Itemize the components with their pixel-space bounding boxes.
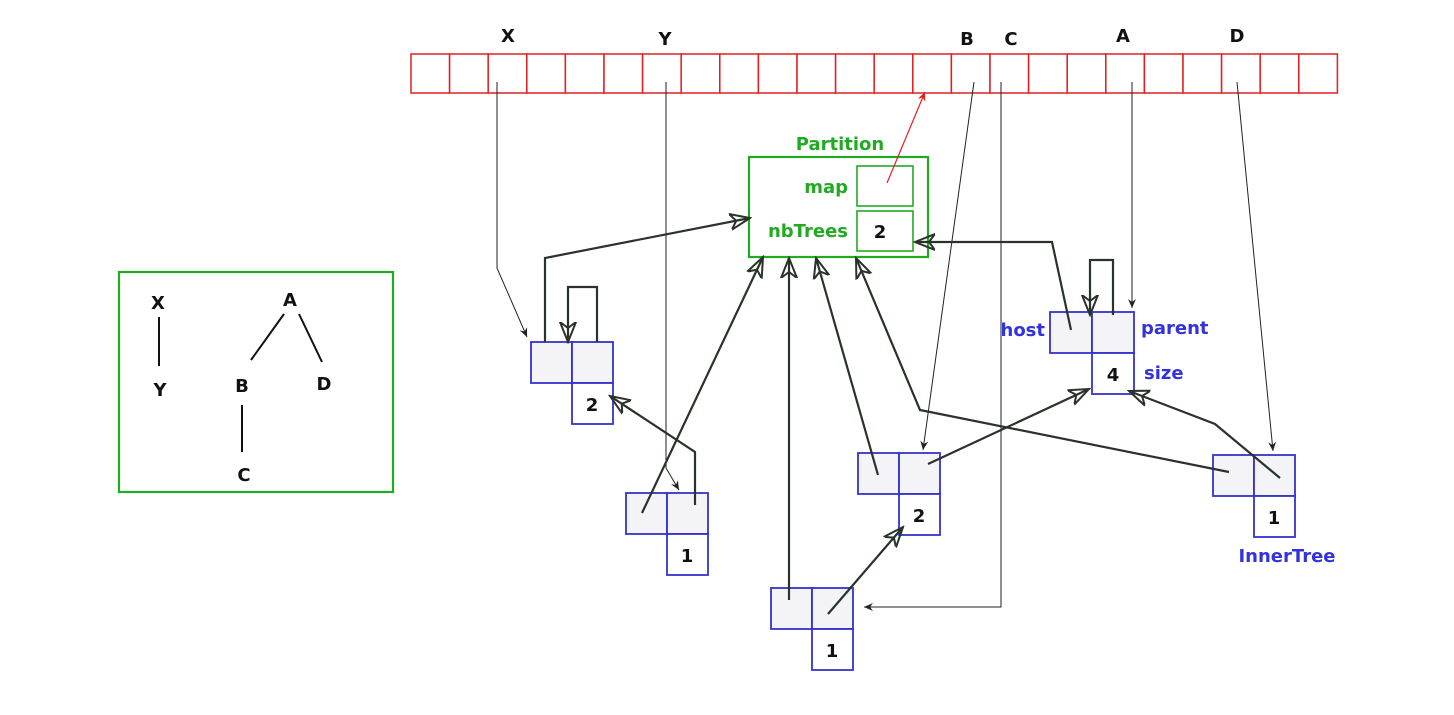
array-cell (1259, 53, 1300, 94)
array-cell (448, 53, 489, 94)
forest-legend: X Y A B D C (117, 270, 395, 494)
array-cell (719, 53, 760, 94)
map-pointer (886, 91, 926, 184)
array-label-a: A (1116, 26, 1130, 47)
partition-title: Partition (796, 134, 884, 155)
pointer-d (1236, 81, 1277, 452)
node-y-size: 1 (681, 546, 694, 567)
legend-y: Y (152, 380, 167, 401)
array-cell (641, 53, 682, 94)
pointer-c (864, 82, 1002, 611)
node-b-size: 2 (913, 506, 926, 527)
partition-box: Partition map nbTrees 2 (747, 134, 930, 259)
array-cell (487, 53, 528, 94)
parent-c (827, 527, 903, 615)
parent-y (610, 396, 697, 505)
array-cell (564, 53, 605, 94)
array-cell (1220, 53, 1261, 94)
pointer-b (920, 81, 975, 451)
array-cell (950, 53, 991, 94)
array-cell (410, 53, 451, 94)
parent-label: parent (1141, 318, 1209, 339)
array-cell (1143, 53, 1184, 94)
host-y (641, 257, 763, 514)
array-cell (873, 53, 914, 94)
array-cell (1182, 53, 1223, 94)
array-cell (989, 53, 1030, 94)
host-label: host (1001, 320, 1046, 341)
pointer-y (665, 82, 680, 491)
array-label-b: B (960, 29, 974, 50)
array-cell (757, 53, 798, 94)
array-cell (526, 53, 567, 94)
legend-a: A (283, 290, 297, 311)
host-b (816, 258, 880, 476)
array-label-x: X (501, 26, 515, 47)
legend-c: C (237, 465, 250, 486)
partition-nbtrees-label: nbTrees (768, 221, 848, 242)
array-label-y: Y (657, 29, 672, 50)
array-cell (1105, 53, 1146, 94)
array-cell (796, 53, 837, 94)
node-b: 2 (857, 452, 941, 536)
node-c-size: 1 (826, 641, 839, 662)
partition-nbtrees-cell (856, 210, 914, 252)
array-cell (834, 53, 875, 94)
node-a-size: 4 (1107, 365, 1120, 386)
array-cell (1027, 53, 1068, 94)
array-cell (912, 53, 953, 94)
array-cell (603, 53, 644, 94)
node-d: 1 InnerTree (1212, 454, 1336, 567)
node-x: 2 (530, 341, 614, 425)
array-cell (1066, 53, 1107, 94)
parent-a (1090, 258, 1115, 315)
array-cell (1298, 53, 1339, 94)
legend-d: D (317, 374, 332, 395)
host-d (856, 258, 1230, 474)
host-x (543, 218, 750, 342)
partition-map-label: map (804, 177, 848, 198)
node-a: 4 host parent size (1001, 311, 1209, 395)
legend-x: X (151, 293, 165, 314)
parent-x (568, 285, 599, 342)
size-label: size (1144, 363, 1184, 384)
partition-nbtrees-value: 2 (874, 222, 887, 243)
innertree-label: InnerTree (1238, 546, 1335, 567)
legend-b: B (235, 376, 249, 397)
array-label-c: C (1004, 29, 1017, 50)
host-cell (1049, 311, 1093, 354)
array-cell (680, 53, 721, 94)
partition-map-cell (856, 165, 914, 207)
node-x-size: 2 (586, 395, 599, 416)
host-a (915, 242, 1073, 331)
size-cell (1091, 352, 1135, 395)
element-array (410, 53, 1339, 94)
parent-b (927, 389, 1089, 465)
node-d-size: 1 (1268, 508, 1281, 529)
parent-d (1129, 391, 1281, 479)
array-label-d: D (1230, 26, 1245, 47)
pointer-x (496, 82, 528, 338)
node-y: 1 (625, 492, 709, 576)
parent-cell (1091, 311, 1135, 354)
